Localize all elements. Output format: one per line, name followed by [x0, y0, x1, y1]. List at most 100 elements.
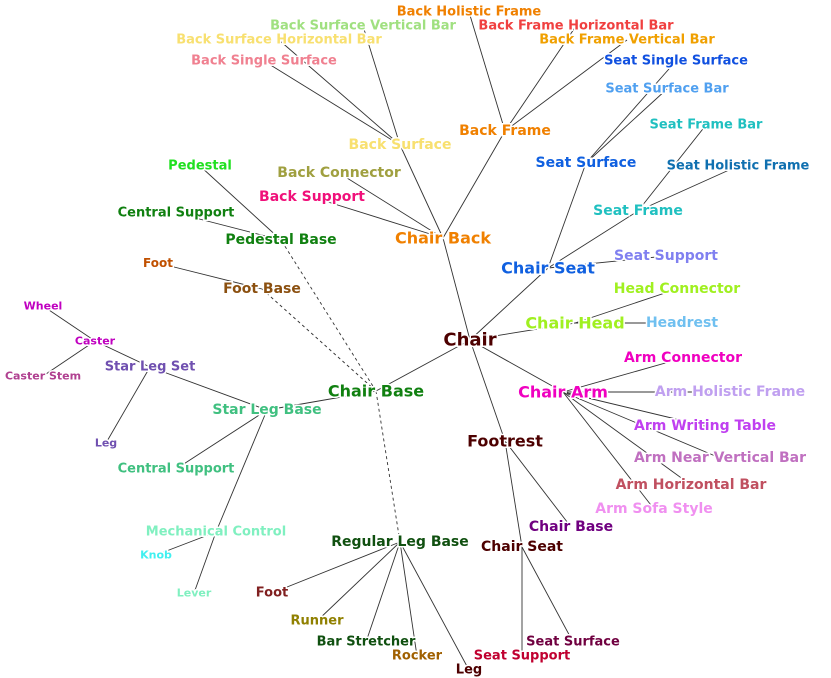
node-label-foot: Foot — [256, 586, 288, 601]
edge-foot-base-to-foot — [157, 262, 263, 290]
edge-chair-base-to-star-leg-base — [266, 390, 377, 411]
node-label-chair-seat: Chair Seat — [501, 259, 595, 278]
node-label-arm-connector: Arm Connector — [624, 350, 742, 366]
node-label-chair-seat: Chair Seat — [481, 539, 563, 555]
node-label-foot-base: Foot Base — [223, 281, 301, 297]
edge-chair-base-to-pedestal-base — [280, 239, 377, 392]
edge-seat-surface-to-seat-single-surface — [585, 60, 677, 164]
node-label-pedestal: Pedestal — [168, 159, 232, 174]
node-label-back-frame: Back Frame — [459, 123, 551, 139]
edge-chair-to-chair-seat — [469, 267, 549, 341]
edge-chair-to-chair-back — [442, 237, 471, 341]
edge-pedestal-base-to-central-support — [175, 212, 282, 241]
node-label-foot: Foot — [143, 256, 173, 270]
edge-chair-back-to-back-support — [311, 196, 444, 239]
node-label-seat-surface-bar: Seat Surface Bar — [605, 82, 729, 97]
node-label-chair-base: Chair Base — [529, 519, 613, 535]
edge-star-leg-base-to-mechanical-control — [215, 409, 268, 533]
node-label-head-connector: Head Connector — [614, 281, 740, 297]
edge-chair-to-footrest — [469, 339, 506, 442]
edge-back-frame-to-back-frame-horizontal-bar — [504, 25, 577, 132]
node-label-lever: Lever — [177, 587, 212, 600]
node-label-seat-surface: Seat Surface — [526, 635, 620, 650]
node-label-seat-frame: Seat Frame — [593, 203, 683, 219]
edge-star-leg-set-to-caster — [94, 340, 151, 368]
node-label-arm-writing-table: Arm Writing Table — [634, 418, 776, 434]
edge-chair-head-to-head-connector — [574, 288, 678, 324]
edge-chair-seat-to-seat-support — [547, 255, 667, 269]
edge-caster-to-caster-stem — [42, 340, 96, 377]
edge-chair-back-to-back-frame — [442, 130, 506, 239]
node-label-footrest: Footrest — [467, 432, 543, 451]
node-label-star-leg-set: Star Leg Set — [105, 360, 196, 375]
node-label-chair: Chair — [443, 330, 496, 351]
edge-chair-arm-to-arm-horizontal-bar — [562, 391, 692, 486]
edge-regular-leg-base-to-leg — [399, 541, 470, 671]
node-label-back-frame-horizontal-bar: Back Frame Horizontal Bar — [478, 19, 674, 34]
edge-footrest-to-chair-base — [504, 440, 572, 528]
node-label-arm-holistic-frame: Arm Holistic Frame — [655, 384, 805, 400]
edge-regular-leg-base-to-rocker — [399, 541, 418, 657]
edge-mechanical-control-to-knob — [155, 531, 217, 556]
node-label-central-support: Central Support — [118, 462, 235, 477]
node-label-chair-head: Chair Head — [525, 314, 624, 333]
node-label-arm-near-vertical-bar: Arm Near Vertical Bar — [634, 450, 806, 466]
node-label-leg: Leg — [456, 663, 482, 678]
edge-chair-to-chair-arm — [469, 339, 564, 393]
edge-back-surface-to-back-single-surface — [263, 60, 401, 146]
edge-seat-frame-to-seat-frame-bar — [637, 124, 707, 212]
node-label-back-surface-vertical-bar: Back Surface Vertical Bar — [270, 19, 456, 34]
edge-chair-arm-to-arm-near-vertical-bar — [562, 391, 721, 459]
node-label-seat-support: Seat Support — [474, 649, 570, 664]
node-label-seat-surface: Seat Surface — [536, 155, 637, 171]
node-label-caster-stem: Caster Stem — [5, 370, 81, 383]
edge-star-leg-set-to-leg — [105, 366, 151, 444]
node-label-back-support: Back Support — [259, 189, 365, 205]
node-label-back-surface-horizontal-bar: Back Surface Horizontal Bar — [176, 33, 382, 48]
node-label-back-holistic-frame: Back Holistic Frame — [397, 5, 542, 20]
edge-chair-back-to-back-surface — [399, 144, 444, 239]
edge-chair-arm-to-arm-sofa-style — [562, 391, 655, 510]
edge-chair-arm-to-arm-connector — [562, 357, 684, 393]
node-label-mechanical-control: Mechanical Control — [146, 525, 286, 540]
edge-footrest-to-chair-seat — [504, 440, 523, 548]
edge-seat-frame-to-seat-holistic-frame — [637, 165, 739, 212]
node-label-bar-stretcher: Bar Stretcher — [317, 635, 416, 650]
node-label-rocker: Rocker — [392, 649, 443, 664]
edge-chair-seat-to-seat-frame — [547, 210, 639, 269]
edge-star-leg-base-to-star-leg-set — [149, 366, 268, 411]
edge-chair-back-to-back-connector — [338, 172, 444, 239]
edge-chair-base-to-regular-leg-base — [375, 390, 401, 543]
node-label-runner: Runner — [290, 614, 344, 629]
edge-seat-surface-to-seat-surface-bar — [585, 88, 668, 164]
edge-regular-leg-base-to-runner — [316, 541, 401, 622]
node-label-chair-back: Chair Back — [395, 229, 491, 248]
edge-chair-to-chair-base — [375, 339, 471, 392]
node-label-seat-frame-bar: Seat Frame Bar — [650, 118, 763, 133]
edge-pedestal-base-to-pedestal — [199, 165, 282, 241]
edge-chair-to-chair-head — [469, 322, 576, 341]
edge-back-frame-to-back-holistic-frame — [468, 11, 506, 132]
edge-back-surface-to-back-surface-vertical-bar — [362, 25, 401, 146]
edge-regular-leg-base-to-foot — [271, 541, 401, 594]
edge-chair-arm-to-arm-writing-table — [562, 391, 706, 427]
edge-caster-to-wheel — [42, 305, 96, 342]
edge-chair-base-to-foot-base — [261, 288, 377, 392]
node-label-back-connector: Back Connector — [277, 165, 401, 181]
node-label-back-frame-vertical-bar: Back Frame Vertical Bar — [539, 33, 715, 48]
edge-back-surface-to-back-surface-horizontal-bar — [278, 39, 401, 146]
node-label-seat-holistic-frame: Seat Holistic Frame — [667, 159, 810, 174]
node-label-back-surface: Back Surface — [349, 137, 452, 153]
node-label-regular-leg-base: Regular Leg Base — [331, 534, 469, 550]
node-label-leg: Leg — [95, 437, 117, 450]
edge-mechanical-control-to-lever — [193, 531, 217, 594]
node-label-seat-support: Seat Support — [614, 248, 718, 264]
edge-layer — [42, 11, 739, 671]
node-label-star-leg-base: Star Leg Base — [212, 402, 321, 418]
node-label-chair-arm: Chair Arm — [518, 383, 608, 402]
node-label-chair-base: Chair Base — [328, 382, 424, 401]
node-label-arm-horizontal-bar: Arm Horizontal Bar — [616, 477, 767, 493]
edge-star-leg-base-to-central-support — [175, 409, 268, 470]
